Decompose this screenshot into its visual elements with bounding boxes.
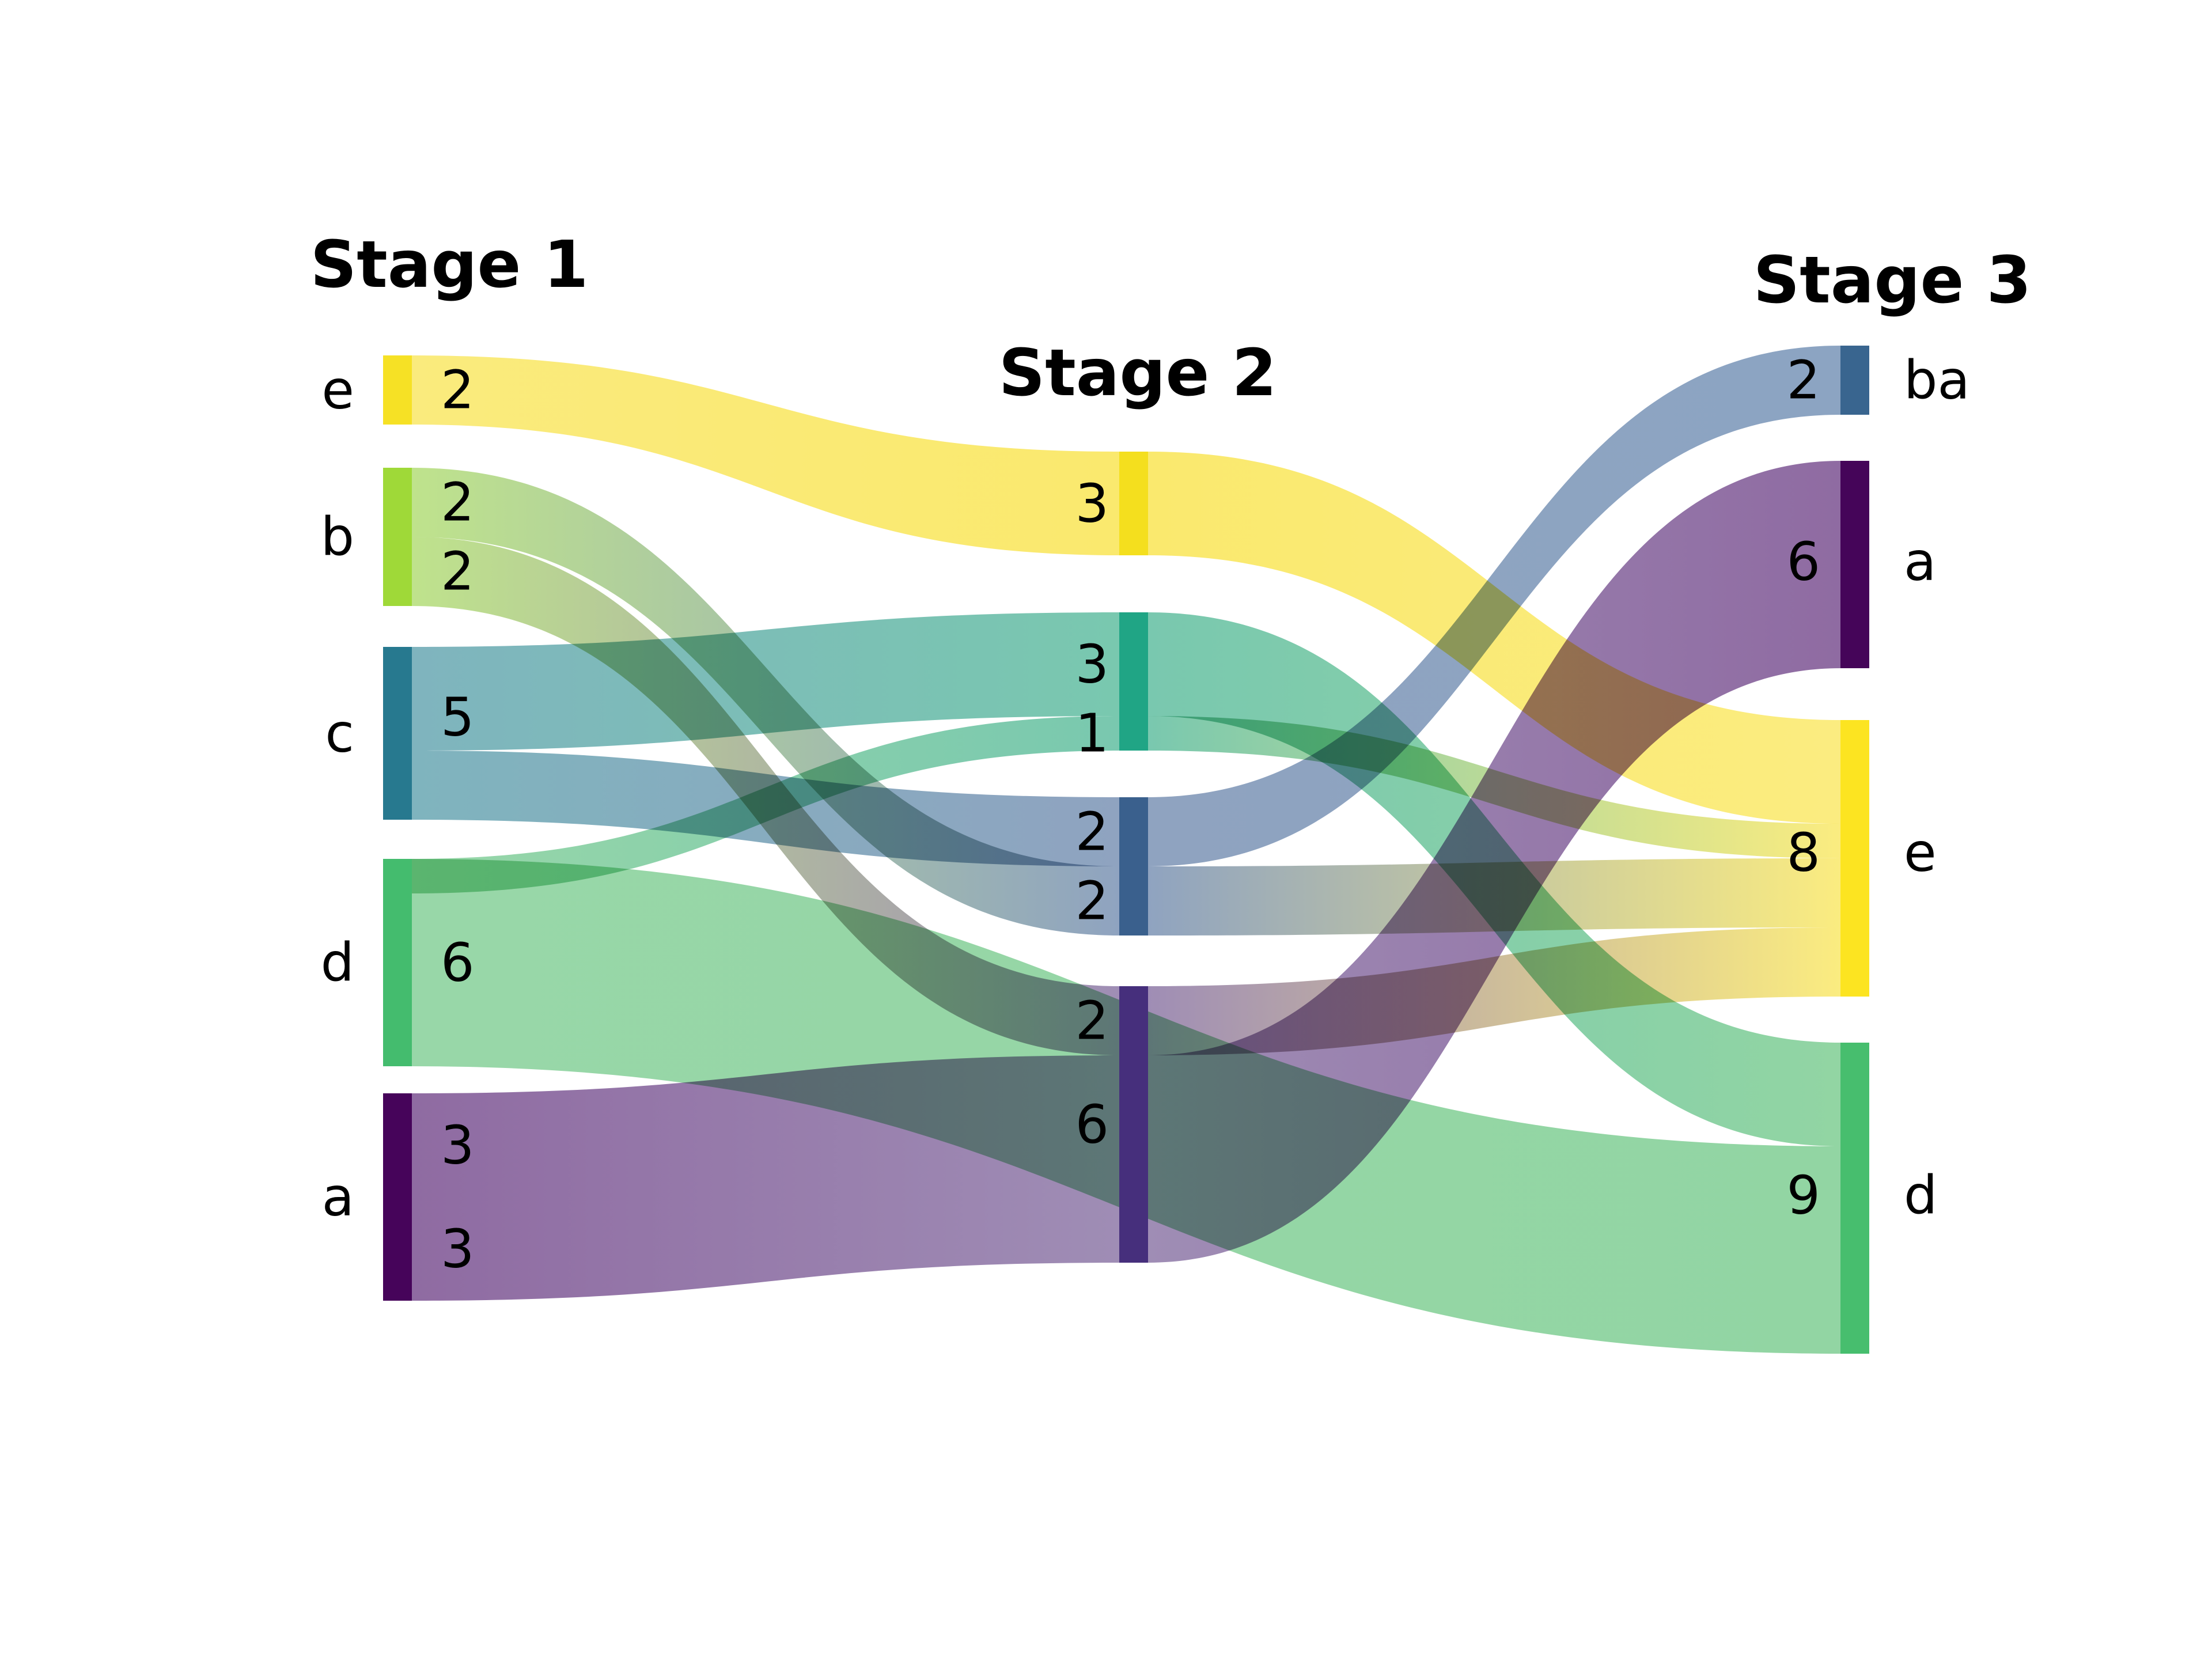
node-bar-stage2-s2y	[1119, 452, 1148, 555]
node-bar-stage1-d1	[383, 859, 412, 1066]
node-bar-stage1-c1	[383, 647, 412, 820]
flow-e1-to-s2y	[412, 355, 1119, 555]
flow-layer	[412, 346, 1840, 1354]
flow-value-label-7: 2	[441, 541, 475, 603]
node-name-label-26: d	[1904, 1165, 1937, 1226]
node-value-label-22: 9	[1786, 1165, 1820, 1226]
flow-value-label-11: 3	[441, 1218, 475, 1280]
node-bar-stage3-a3	[1840, 461, 1869, 668]
flow-value-label-6: 2	[441, 472, 475, 533]
node-layer	[383, 346, 1869, 1354]
stage3-title: Stage 3	[1753, 243, 2032, 318]
label-layer: e b c d a 2 2 2 5 6 3 3 3 3 1 2 2 2 6 2 6 8 9 ba a e d	[321, 350, 1970, 1280]
stage2-title: Stage 2	[998, 336, 1277, 411]
stage1-title: Stage 1	[310, 228, 589, 302]
node-name-label-4: a	[322, 1166, 354, 1228]
flow-value-label-10: 3	[441, 1115, 475, 1176]
flow-value-label-15: 2	[1075, 801, 1109, 863]
node-value-label-20: 6	[1786, 531, 1820, 593]
flow-value-label-14: 1	[1075, 703, 1109, 764]
node-value-label-19: 2	[1786, 350, 1820, 411]
flow-value-label-16: 2	[1075, 870, 1109, 932]
flow-value-label-5: 2	[441, 359, 475, 421]
node-bar-stage1-a1	[383, 1093, 412, 1301]
node-name-label-24: a	[1904, 531, 1936, 593]
node-bar-stage3-d3	[1840, 1043, 1869, 1354]
node-name-label-2: c	[325, 703, 354, 764]
node-bar-stage2-s2t	[1119, 612, 1148, 751]
flow-b1-to-s2b	[412, 468, 1119, 935]
node-bar-stage3-ba3	[1840, 346, 1869, 415]
node-value-label-21: 8	[1786, 822, 1820, 884]
flow-value-label-17: 2	[1075, 990, 1109, 1052]
node-bar-stage3-e3	[1840, 720, 1869, 997]
node-name-label-1: b	[321, 506, 354, 568]
node-name-label-23: ba	[1904, 350, 1970, 411]
node-name-label-25: e	[1904, 822, 1937, 884]
flow-value-label-8: 5	[441, 687, 475, 748]
node-name-label-3: d	[321, 932, 354, 994]
node-bar-stage2-s2b	[1119, 797, 1148, 935]
node-name-label-0: e	[321, 359, 354, 421]
flow-value-label-9: 6	[441, 932, 475, 994]
flow-value-label-18: 6	[1075, 1094, 1109, 1156]
flow-value-label-12: 3	[1075, 473, 1109, 535]
flow-d1-to-s2t	[412, 716, 1119, 893]
flow-value-label-13: 3	[1075, 634, 1109, 695]
node-bar-stage2-s2p	[1119, 986, 1148, 1263]
flow-s2p-to-a3	[1148, 461, 1840, 1263]
node-bar-stage1-e1	[383, 355, 412, 425]
flow-s2b-to-ba3	[1148, 346, 1840, 866]
node-bar-stage1-b1	[383, 468, 412, 606]
